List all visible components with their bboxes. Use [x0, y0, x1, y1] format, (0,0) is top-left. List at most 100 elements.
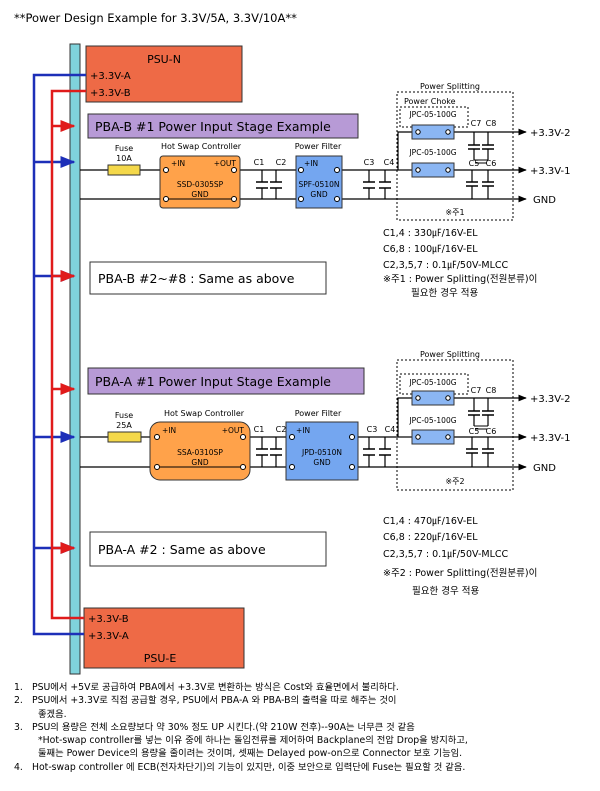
stage-a-c1: C1 — [254, 425, 265, 434]
stage-b-power-splitting — [396, 91, 514, 221]
stage-b-choke-2 — [411, 162, 455, 178]
stage-a-c6: C6 — [486, 427, 497, 436]
psu-e-rail-a: +3.3V-A — [88, 631, 129, 642]
stage-b-c1: C1 — [254, 158, 265, 167]
stage-a-filter-gnd: GND — [313, 458, 330, 467]
rail-b-wires — [50, 89, 86, 620]
stage-a: PBA-A #1 Power Input Stage Example — [80, 350, 571, 597]
stage-b-fuse-label: Fuse — [115, 144, 133, 153]
stage-b-spec-3: C2,3,5,7 : 0.1㎌/50V-MLCC — [383, 260, 508, 271]
stage-b-spec-4: ※주1 : Power Splitting(전원분류)이 — [383, 274, 537, 285]
stage-b-c4: C4 — [384, 158, 395, 167]
stage-a-c7: C7 — [471, 386, 482, 395]
stage-a-c2: C2 — [276, 425, 287, 434]
stage-b-hsc-gnd: GND — [191, 190, 208, 199]
stage-b-hot-swap-controller — [159, 155, 241, 209]
stage-b-title: PBA-B #1 Power Input Stage Example — [95, 119, 331, 134]
stage-a-fuse-rating: 25A — [116, 421, 132, 430]
stage-a-choke-part-1: JPC-05-100G — [408, 378, 456, 387]
psu-e-name: PSU-E — [144, 652, 177, 665]
stage-b-gnd: GND — [533, 195, 556, 206]
stage-a-fuse — [107, 431, 142, 443]
psu-n-name: PSU-N — [147, 53, 181, 66]
psu-e: +3.3V-B +3.3V-A PSU-E — [83, 607, 245, 669]
note-item: 3. PSU의 용량은 전체 소요량보다 약 30% 정도 UP 시킨다.(약 … — [14, 721, 415, 733]
stage-b-out-1: +3.3V-1 — [530, 166, 571, 177]
stage-b-hsc-in: +IN — [171, 159, 185, 168]
stage-b-c5: C5 — [469, 159, 480, 168]
stage-a-out-2: +3.3V-2 — [530, 394, 571, 405]
psu-n-rail-a: +3.3V-A — [90, 71, 131, 82]
stage-a-title-box — [87, 367, 365, 395]
stage-b-filter-label: Power Filter — [295, 142, 342, 151]
stage-b-note-mark: ※주1 — [445, 208, 464, 217]
stage-a-filter-part: JPD-0510N — [301, 448, 342, 457]
stage-b-title-box — [87, 113, 359, 139]
stage-b: PBA-B #1 Power Input Stage Example — [80, 82, 571, 299]
stage-a-spec-3: C2,3,5,7 : 0.1㎌/50V-MLCC — [383, 549, 508, 560]
stage-b-choke-part-1: JPC-05-100G — [408, 110, 456, 119]
stage-a-hsc-in: +IN — [162, 426, 176, 435]
notes-list: 1. PSU에서 +5V로 공급하여 PBA에서 +3.3V로 변환하는 방식은… — [14, 681, 596, 774]
stage-b-split-label: Power Splitting — [420, 82, 480, 91]
same-as-above-a-box — [89, 531, 327, 567]
same-as-above-b-box — [89, 261, 327, 295]
stage-b-choke-1 — [411, 124, 455, 140]
stage-a-spec-1: C1,4 : 470㎌/16V-EL — [383, 516, 478, 527]
stage-b-filter-in: +IN — [304, 159, 318, 168]
stage-a-c5: C5 — [469, 427, 480, 436]
stage-a-spec-4: ※주2 : Power Splitting(전원분류)이 — [383, 568, 537, 579]
backplane-bus — [69, 43, 81, 675]
stage-a-hot-swap-controller — [149, 421, 251, 481]
stage-b-spec-2: C6,8 : 100㎌/16V-EL — [383, 244, 478, 255]
note-line: 둘째는 Power Device의 용량을 줄이려는 것이며, 셋째는 Dela… — [38, 748, 463, 760]
stage-b-hsc-part: SSD-0305SP — [177, 180, 224, 189]
note-line: *Hot-swap controller를 넣는 이유 중에 하나는 돌입전류를… — [38, 735, 468, 747]
stage-b-out-2: +3.3V-2 — [530, 128, 571, 139]
stage-a-out-1: +3.3V-1 — [530, 433, 571, 444]
stage-b-spec-1: C1,4 : 330㎌/16V-EL — [383, 228, 478, 239]
stage-a-c4: C4 — [385, 425, 396, 434]
stage-a-choke-part-2: JPC-05-100G — [408, 416, 456, 425]
diagram-title: **Power Design Example for 3.3V/5A, 3.3V… — [14, 11, 297, 25]
stage-b-c6: C6 — [486, 159, 497, 168]
stage-a-split-label: Power Splitting — [420, 350, 480, 359]
note-item: 4. Hot-swap controller 에 ECB(전자차단기)의 기능이… — [14, 761, 466, 773]
stage-b-spec-5: 필요한 경우 적용 — [411, 287, 478, 299]
stage-a-spec-5: 필요한 경우 적용 — [412, 585, 479, 597]
stage-a-note-mark: ※주2 — [445, 477, 464, 486]
note-item: 2. PSU에서 +3.3V로 직접 공급할 경우, PSU에서 PBA-A 와… — [14, 695, 397, 707]
stage-b-choke-label: Power Choke — [404, 97, 456, 106]
same-as-above-b: PBA-B #2~#8 : Same as above — [98, 271, 295, 286]
stage-a-c3: C3 — [367, 425, 378, 434]
psu-n: PSU-N +3.3V-A +3.3V-B — [85, 45, 243, 103]
stage-a-choke-2 — [411, 429, 455, 445]
stage-b-c7: C7 — [471, 119, 482, 128]
note-item: 1. PSU에서 +5V로 공급하여 PBA에서 +3.3V로 변환하는 방식은… — [14, 682, 399, 693]
stage-b-fuse-rating: 10A — [116, 154, 132, 163]
stage-b-c8: C8 — [486, 119, 497, 128]
stage-b-hsc-label: Hot Swap Controller — [161, 142, 242, 151]
stage-b-c2: C2 — [276, 158, 287, 167]
psu-e-rail-b: +3.3V-B — [88, 614, 129, 625]
stage-a-hsc-out: +OUT — [222, 426, 245, 435]
stage-a-fuse-label: Fuse — [115, 411, 133, 420]
stage-a-title: PBA-A #1 Power Input Stage Example — [95, 374, 331, 389]
stage-b-filter-part: SPF-0510N — [298, 180, 339, 189]
psu-n-rail-b: +3.3V-B — [90, 88, 131, 99]
stage-a-gnd: GND — [533, 463, 556, 474]
stage-b-hsc-out: +OUT — [214, 159, 237, 168]
stage-a-spec-2: C6,8 : 220㎌/16V-EL — [383, 532, 478, 543]
stage-a-filter-in: +IN — [296, 426, 310, 435]
stage-b-fuse — [107, 164, 141, 176]
stage-a-filter-label: Power Filter — [295, 409, 342, 418]
stage-a-hsc-label: Hot Swap Controller — [164, 409, 245, 418]
stage-a-hsc-gnd: GND — [191, 458, 208, 467]
stage-a-power-filter — [285, 421, 359, 481]
same-as-above-a: PBA-A #2 : Same as above — [98, 542, 266, 557]
stage-a-c8: C8 — [486, 386, 497, 395]
stage-a-power-splitting — [396, 359, 514, 491]
stage-a-hsc-part: SSA-0310SP — [177, 448, 223, 457]
stage-a-choke-1 — [411, 390, 455, 406]
